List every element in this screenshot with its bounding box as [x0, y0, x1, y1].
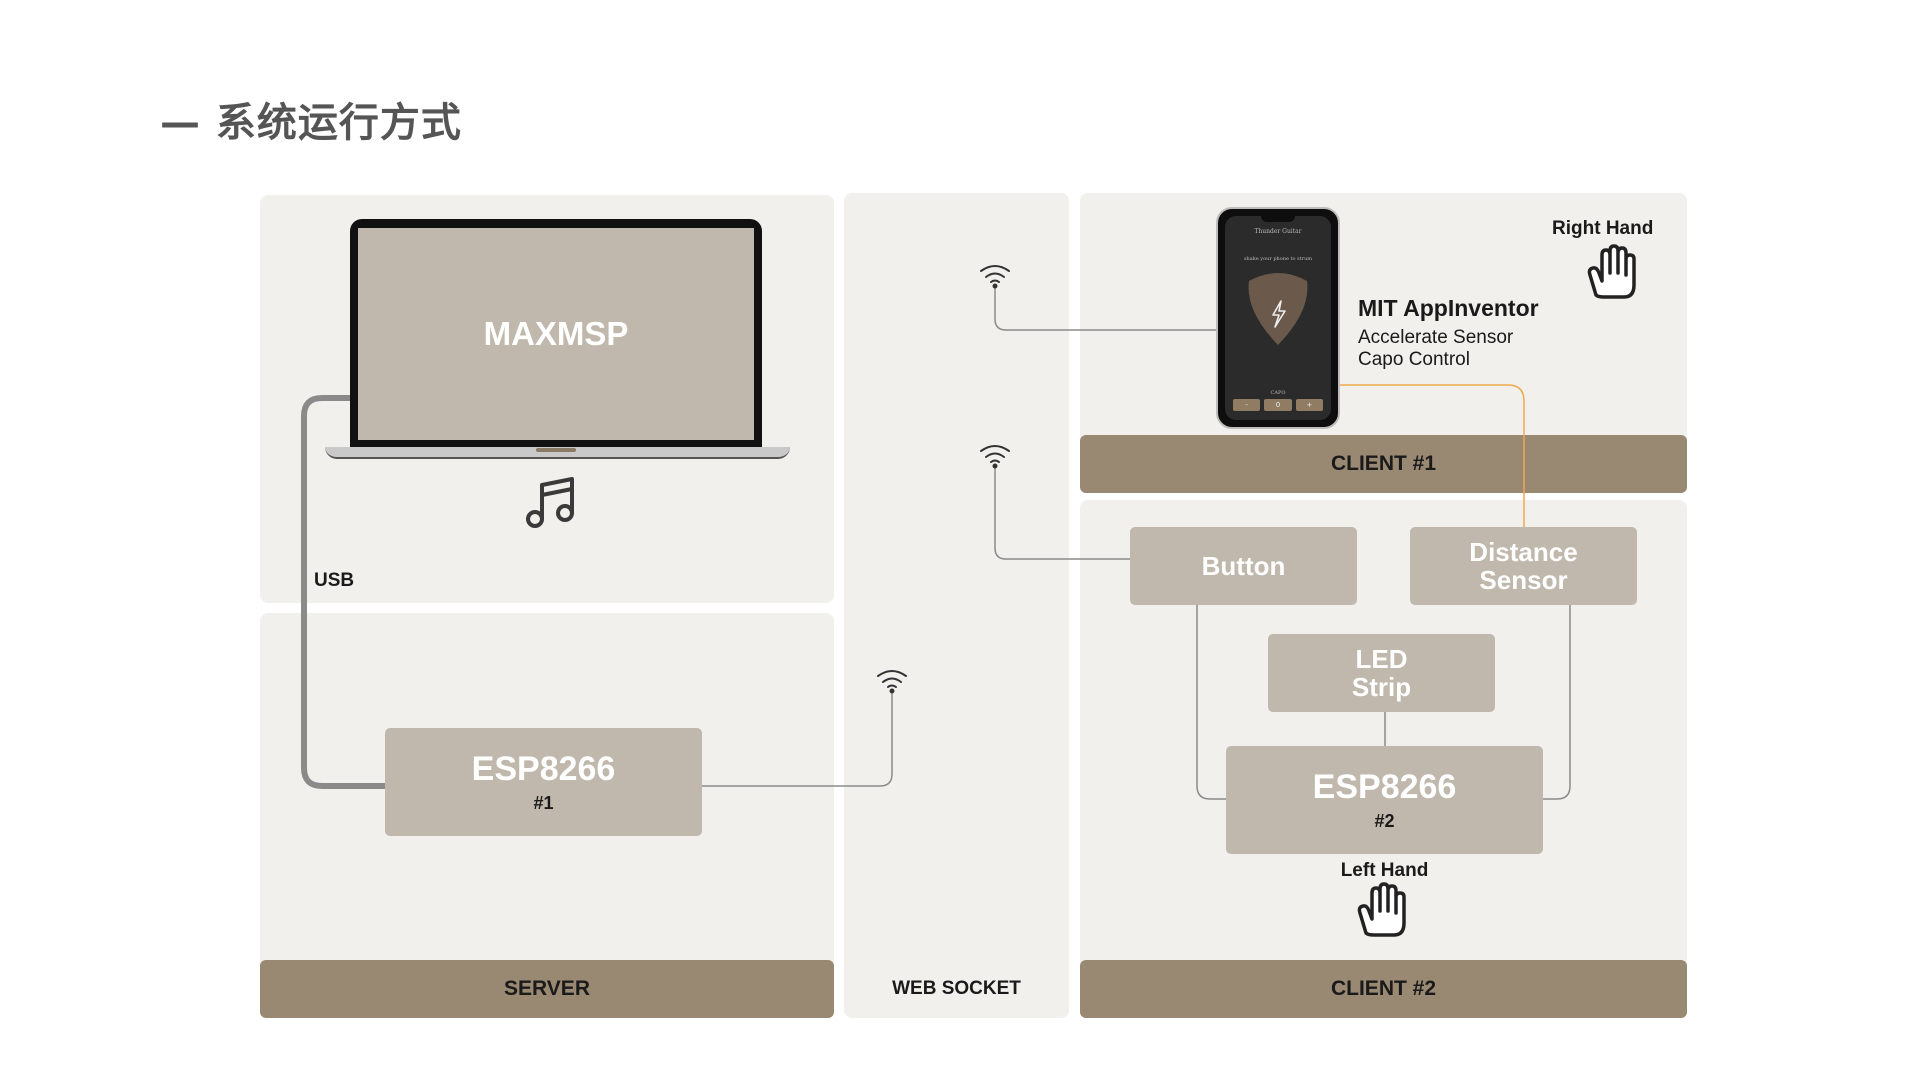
distance-sensor-box: Distance Sensor [1410, 527, 1637, 605]
phone-hint: shake your phone to strum [1243, 256, 1313, 262]
websocket-label: WEB SOCKET [892, 978, 1021, 999]
wifi-icon [980, 445, 1010, 469]
button-wifi-wire [994, 465, 1130, 560]
phone: Thunder Guitar shake your phone to strum… [1216, 207, 1340, 429]
phone-wifi-wire [994, 285, 1218, 331]
music-note-icon [526, 477, 574, 528]
phone-notch [1261, 216, 1295, 222]
esp8266-1-box: ESP8266 #1 [385, 728, 702, 836]
right-hand-label: Right Hand [1552, 218, 1654, 239]
capo-plus-button[interactable]: + [1295, 399, 1323, 411]
button-box: Button [1130, 527, 1357, 605]
led-strip-box: LED Strip [1268, 634, 1495, 712]
left-hand-label: Left Hand [1340, 860, 1429, 881]
laptop: MAXMSP [350, 219, 762, 449]
button-esp2-wire [1196, 605, 1226, 800]
guitar-pick-icon [1248, 273, 1308, 345]
left-hand-icon [1357, 882, 1406, 937]
phone-capo-label: CAPO [1270, 390, 1286, 396]
esp1-wifi-wire [702, 690, 893, 787]
phone-screen: Thunder Guitar shake your phone to strum… [1225, 216, 1331, 420]
esp8266-1-title: ESP8266 [471, 749, 616, 788]
laptop-base [325, 447, 790, 459]
capo-value: 0 [1264, 399, 1292, 411]
esp8266-2-box: ESP8266 #2 [1226, 746, 1543, 854]
app-title: MIT AppInventor [1358, 295, 1539, 321]
page-title: — 系统运行方式 [160, 100, 462, 146]
app-line-2: Capo Control [1358, 349, 1470, 370]
client2-band: CLIENT #2 [1080, 960, 1687, 1018]
usb-label: USB [314, 570, 355, 591]
phone-capo-controls: - 0 + [1233, 399, 1323, 411]
distance-line-1: Distance [1469, 537, 1578, 567]
button-box-label: Button [1201, 551, 1286, 581]
client1-band: CLIENT #1 [1080, 435, 1687, 493]
led-line-1: LED [1355, 644, 1408, 674]
capo-minus-button[interactable]: - [1233, 399, 1261, 411]
esp8266-2-title: ESP8266 [1312, 767, 1457, 806]
server-band: SERVER [260, 960, 834, 1018]
usb-cable [301, 395, 385, 789]
right-hand-icon [1587, 244, 1636, 299]
laptop-screen-label: MAXMSP [358, 228, 754, 440]
esp8266-2-sub: #2 [1374, 810, 1395, 831]
phone-distance-wire [1338, 384, 1525, 528]
wifi-icon [980, 265, 1010, 289]
wifi-icon [877, 670, 907, 694]
led-line-2: Strip [1351, 672, 1412, 702]
esp8266-1-sub: #1 [533, 792, 554, 813]
distance-esp2-wire [1543, 605, 1571, 800]
laptop-notch [536, 448, 576, 452]
phone-app-title: Thunder Guitar [1254, 228, 1302, 235]
distance-line-2: Sensor [1479, 565, 1568, 595]
app-line-1: Accelerate Sensor [1358, 327, 1514, 348]
